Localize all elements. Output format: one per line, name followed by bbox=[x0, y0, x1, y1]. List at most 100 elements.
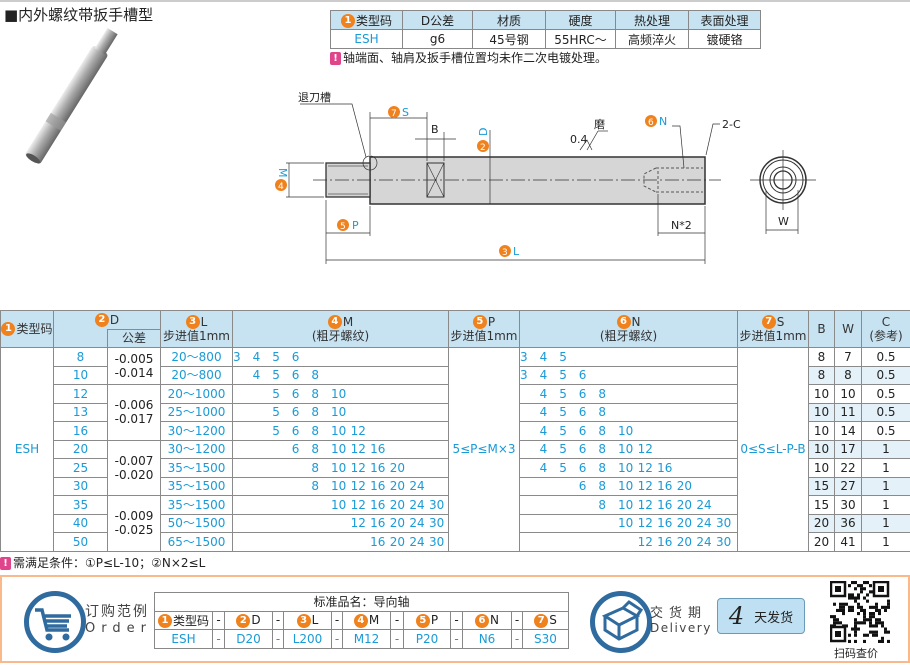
thread-size: 5 bbox=[272, 368, 280, 383]
label-chamfer: 2-C bbox=[722, 118, 741, 131]
tolerance-upper: -0.005 bbox=[114, 352, 154, 366]
order-value: D20 bbox=[224, 629, 273, 649]
thread-size: 10 bbox=[330, 497, 347, 512]
thread-size: 12 bbox=[350, 442, 366, 457]
thread-size: 3 bbox=[520, 368, 528, 383]
order-label-cn: 订购范例 bbox=[85, 604, 149, 620]
thread-size: 4 bbox=[252, 349, 261, 364]
header-B: B bbox=[808, 310, 835, 348]
cell-tolerance: -0.006-0.017 bbox=[107, 384, 161, 441]
order-value: L200 bbox=[283, 629, 332, 649]
thread-size: 10 bbox=[617, 423, 634, 438]
tolerance-lower: -0.020 bbox=[114, 467, 154, 482]
cell-D: 35 bbox=[53, 495, 108, 515]
thread-size: 4 bbox=[539, 423, 548, 438]
product-photo bbox=[25, 28, 118, 164]
cell-B: 8 bbox=[808, 365, 835, 385]
thread-size: 5 bbox=[559, 460, 567, 475]
cell-tolerance: -0.007-0.020 bbox=[107, 439, 161, 496]
cell-W: 11 bbox=[834, 402, 862, 422]
svg-text:3: 3 bbox=[502, 248, 508, 258]
thread-size: 12 bbox=[637, 479, 653, 494]
svg-text:4: 4 bbox=[278, 182, 284, 192]
delivery-days-badge: 4 天发货 bbox=[717, 598, 805, 634]
thread-size: 16 bbox=[370, 516, 386, 531]
label-M: M bbox=[276, 168, 289, 178]
thread-size: 16 bbox=[657, 497, 673, 512]
thread-size: 5 bbox=[559, 349, 567, 364]
thread-size: 8 bbox=[598, 497, 607, 512]
thread-size: 20 bbox=[389, 497, 406, 512]
thread-size: 3 bbox=[520, 349, 528, 364]
delivery-box-icon bbox=[590, 591, 652, 653]
cell-C: 0.5 bbox=[861, 402, 910, 422]
spec-value: 55HRC～ bbox=[545, 29, 616, 49]
cell-D: 50 bbox=[53, 532, 108, 552]
thread-size: 6 bbox=[578, 368, 587, 383]
tolerance-upper: -0.009 bbox=[114, 509, 154, 524]
thread-size: 12 bbox=[350, 497, 366, 512]
order-value: S30 bbox=[522, 629, 569, 649]
product-name: 标准品名：导向轴 bbox=[154, 592, 569, 612]
thread-size: 12 bbox=[350, 479, 366, 494]
cell-W: 14 bbox=[834, 421, 862, 441]
thread-size: 20 bbox=[389, 534, 406, 549]
thread-size: 5 bbox=[272, 349, 280, 364]
badge-number: 3 bbox=[296, 613, 311, 628]
badge-number: 2 bbox=[236, 613, 251, 628]
cell-L: 50～1500 bbox=[160, 513, 233, 533]
thread-size: 8 bbox=[598, 442, 607, 457]
thread-size: 10 bbox=[617, 479, 634, 494]
thread-size: 4 bbox=[539, 349, 548, 364]
thread-size: 4 bbox=[539, 386, 548, 401]
cell-D: 30 bbox=[53, 476, 108, 496]
thread-size: 6 bbox=[578, 442, 587, 457]
cell-W: 17 bbox=[834, 439, 862, 459]
header-C: C(参考) bbox=[861, 310, 910, 348]
delivery-days-label: 天发货 bbox=[754, 610, 794, 626]
badge-number: 4 bbox=[353, 613, 368, 628]
label-L: L bbox=[513, 245, 520, 258]
label-N: N bbox=[659, 115, 667, 128]
thread-size: 8 bbox=[598, 423, 607, 438]
thread-size: 8 bbox=[598, 405, 607, 420]
thread-size: 30 bbox=[715, 516, 732, 531]
groove-circle bbox=[362, 155, 378, 171]
cell-C: 0.5 bbox=[861, 365, 910, 385]
thread-size: 8 bbox=[311, 405, 320, 420]
badge-number: 7 bbox=[534, 613, 549, 628]
spec-header: 硬度 bbox=[545, 10, 616, 30]
thread-size: 8 bbox=[598, 460, 607, 475]
cell-B: 15 bbox=[808, 495, 835, 515]
thread-size: 24 bbox=[696, 497, 712, 512]
thread-size: 6 bbox=[578, 405, 587, 420]
thread-size: 12 bbox=[637, 460, 653, 475]
qr-code-icon[interactable] bbox=[830, 581, 890, 643]
tolerance-lower: -0.014 bbox=[114, 366, 154, 380]
cell-C: 1 bbox=[861, 532, 910, 552]
top-rule bbox=[0, 0, 910, 2]
dash: - bbox=[511, 610, 523, 630]
thread-size: 10 bbox=[330, 423, 347, 438]
thread-size: 16 bbox=[370, 460, 386, 475]
cell-C: 1 bbox=[861, 476, 910, 496]
thread-size: 16 bbox=[657, 516, 673, 531]
cell-W: 27 bbox=[834, 476, 862, 496]
cell-W: 8 bbox=[834, 365, 862, 385]
thread-size: 6 bbox=[291, 368, 300, 383]
cell-L: 20～1000 bbox=[160, 384, 233, 404]
thread-size: 6 bbox=[578, 386, 587, 401]
order-example-box bbox=[0, 575, 910, 663]
